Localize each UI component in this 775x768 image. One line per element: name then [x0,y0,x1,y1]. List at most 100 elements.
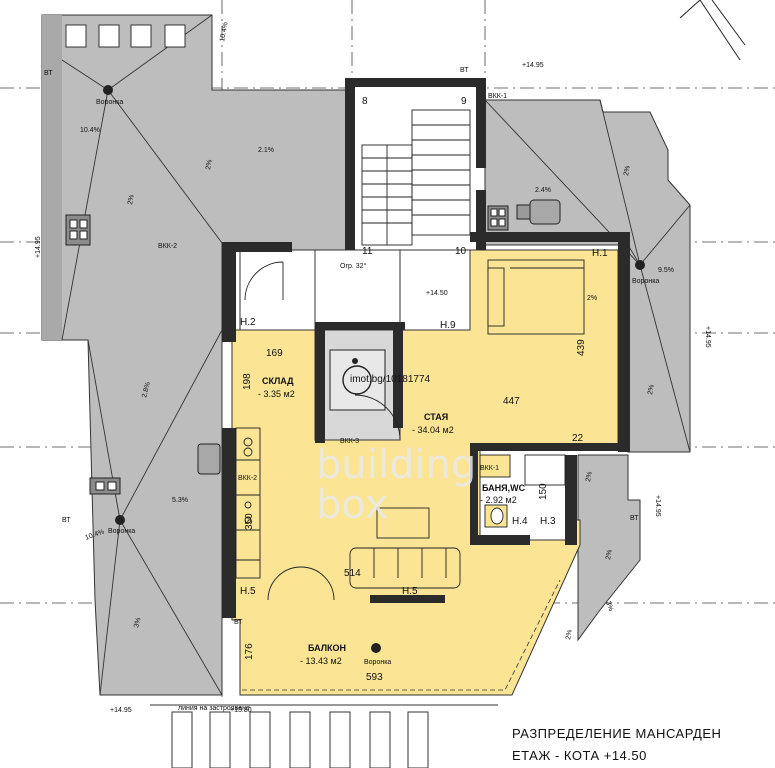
mark-h1: Н.1 [592,248,608,259]
room-area-storage: - 3.35 м2 [258,389,295,399]
chimneys [65,199,561,495]
build-line-note: линия на застрояване [178,705,250,712]
dimensions: 169 198 447 439 22 150 350 514 176 593 [242,339,587,683]
walls [222,78,630,618]
bt-label-5: ВТ [234,619,243,626]
room-name-storage: СКЛАД [262,376,294,386]
plan-title-line2: ЕТАЖ - КОТА +14.50 [512,748,647,763]
watermark-brand-2: box [316,482,388,528]
stair-note: Огр. 32° [340,262,367,270]
drain-label-3: Воронка [632,278,659,285]
slope-14: 3% [133,617,142,629]
skylights [65,24,186,48]
slope-10: 2% [587,295,597,302]
slope-15: 2% [585,471,594,482]
top-right-detail [679,0,746,61]
bt-label-3: ВТ [62,517,71,524]
dim-169: 169 [266,348,283,359]
balcony-outline [239,579,561,691]
kitchen [235,427,430,579]
slope-17: 3% [604,600,614,612]
stair-core [239,79,486,441]
slope-8: 9.5% [658,267,674,274]
stairs [361,109,471,246]
axis-9: 9 [461,96,467,107]
base-boxes [150,704,498,768]
drain-label-4: Воронка [364,659,391,666]
room-area-balcony: - 13.43 м2 [300,656,342,666]
slope-labels: 10.4% 10.4% 2.1% 2% 2% 2.4% 2% 9.5% 2% 2… [80,22,674,641]
room-name-balcony: БАЛКОН [308,643,346,653]
vkk-label-3: ВКК-1 [480,465,499,472]
slope-7: 2% [623,165,632,176]
slope-16: 2% [605,549,614,560]
sofa [349,547,461,589]
dim-447: 447 [503,396,520,407]
mark-h5-2: Н.5 [402,586,418,597]
dim-350: 350 [244,513,255,530]
element-marks: Н.1 Н.2 Н.3 Н.4 Н.5 Н.5 Н.9 [240,248,608,597]
watermark-url: imot.bg/10181774 [350,374,431,385]
dim-22: 22 [572,433,584,444]
slope-9: 2% [647,384,656,395]
level-bottom: +15.80 [230,707,252,714]
slope-5: 2% [205,159,214,170]
dim-176: 176 [244,643,255,660]
level-bottom-left: +14.95 [110,707,132,714]
drain-label-1: Воронка [96,99,123,106]
bt-labels: ВТ ВТ ВТ ВТ ВТ [44,67,639,626]
slope-1: 10.4% [219,22,229,43]
bathroom-fixtures [479,454,566,528]
vkk-label-4: ВКК-2 [238,475,257,482]
room-labels: СКЛАД - 3.35 м2 СТАЯ - 34.04 м2 БАНЯ,WC … [258,376,526,666]
vkk-label-5: ВКК-3 [340,438,359,445]
bt-label-4: ВТ [630,515,639,522]
slope-4: 2% [127,194,136,205]
slope-3: 2.1% [258,147,274,154]
dim-439: 439 [576,339,587,356]
drain-label-2: Воронка [108,528,135,535]
vkk-label-1: ВКК-1 [488,93,507,100]
level-right: +14.95 [704,326,711,348]
mark-h9: Н.9 [440,320,456,331]
watermark-brand: building [316,442,476,488]
slope-6: 2.4% [535,187,551,194]
bed [487,259,585,335]
drains [103,85,645,653]
level-right-2: +14.95 [654,495,661,517]
slope-2: 10.4% [80,127,100,134]
mark-h4: Н.4 [512,516,528,527]
level-top: +14.95 [522,62,544,69]
slope-12: 5.3% [172,497,188,504]
doors [244,261,401,601]
slope-11: 2.8% [141,381,152,398]
mark-h3: Н.3 [540,516,556,527]
vkk-labels: ВКК-1 ВКК-2 ВКК-1 ВКК-2 ВКК-3 [158,93,507,482]
mark-h5: Н.5 [240,586,256,597]
mark-h2: Н.2 [240,317,256,328]
vkk-label-2: ВКК-2 [158,243,177,250]
bt-label-1: ВТ [44,70,53,77]
plan-title-line1: РАЗПРЕДЕЛЕНИЕ МАНСАРДЕН [512,726,721,741]
drain-labels: Воронка Воронка Воронка Воронка [96,99,659,666]
level-stair: +14.50 [426,290,448,297]
dim-514: 514 [344,568,361,579]
room-name-bathroom: БАНЯ,WC [482,483,526,493]
slope-18: 2% [565,629,574,640]
dim-198: 198 [242,373,253,390]
room-name-living: СТАЯ [424,412,448,422]
roof-surface [41,14,691,696]
axis-10: 10 [455,246,467,257]
level-marks: +14.95 +14.95 +14.95 +14.95 +14.95 +15.8… [35,62,711,714]
bt-label-2: ВТ [460,67,469,74]
watermark: building box imot.bg/10181774 [316,374,476,528]
axis-8: 8 [362,96,368,107]
dim-150: 150 [538,483,549,500]
room-area-living: - 34.04 м2 [412,425,454,435]
axis-labels: 8 9 10 11 [362,96,467,257]
axis-11: 11 [362,246,373,257]
level-left: +14.95 [35,236,42,258]
dim-593: 593 [366,672,383,683]
room-area-bathroom: - 2.92 м2 [480,495,517,505]
